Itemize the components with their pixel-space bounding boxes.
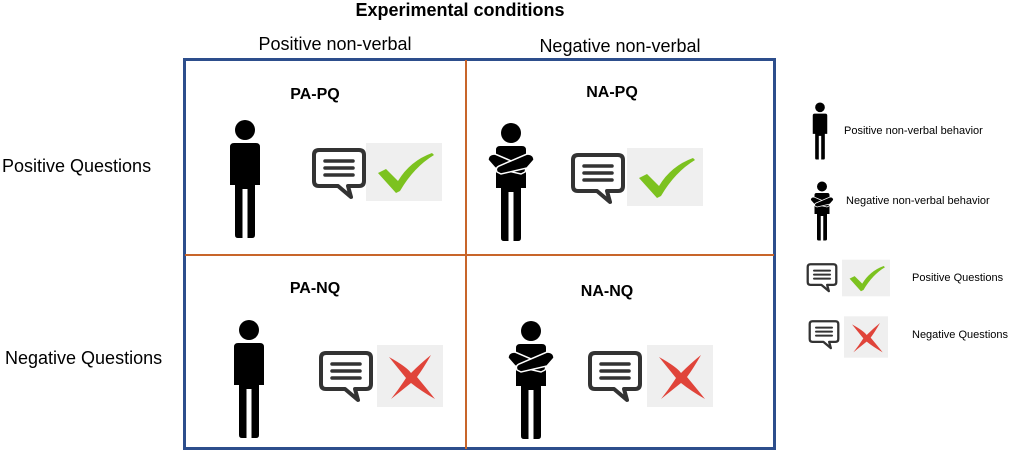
speech-bubble-icon xyxy=(587,350,643,404)
row-header-negative: Negative Questions xyxy=(5,348,163,368)
legend-cross-icon xyxy=(844,314,888,360)
legend-person-neutral-icon xyxy=(810,102,830,160)
legend-positive-questions: Positive Questions xyxy=(912,272,1004,284)
legend-speech-bubble-icon xyxy=(806,262,838,294)
speech-bubble-icon xyxy=(311,147,367,201)
legend-negative-questions: Negative Questions xyxy=(912,329,1008,341)
person-crossed-arms-icon xyxy=(485,122,537,242)
cross-icon xyxy=(647,345,713,407)
diagram-title: Experimental conditions xyxy=(355,0,565,20)
person-neutral-icon xyxy=(225,118,265,240)
person-neutral-icon xyxy=(229,318,269,440)
cell-label-na-nq: NA-NQ xyxy=(580,283,634,300)
grid-horizontal-divider xyxy=(185,254,774,256)
legend-speech-bubble-icon xyxy=(808,319,840,351)
cell-label-pa-pq: PA-PQ xyxy=(290,86,340,103)
legend-check-icon xyxy=(842,257,890,299)
check-icon xyxy=(627,146,703,208)
legend-person-crossed-arms-icon xyxy=(809,181,835,241)
cell-label-na-pq: NA-PQ xyxy=(586,84,638,101)
column-header-negative: Negative non-verbal xyxy=(539,36,701,56)
legend-positive-behavior: Positive non-verbal behavior xyxy=(844,125,983,137)
cross-icon xyxy=(377,345,443,407)
cell-label-pa-nq: PA-NQ xyxy=(289,280,341,297)
column-header-positive: Positive non-verbal xyxy=(258,34,412,54)
conditions-grid-frame xyxy=(183,58,776,450)
person-crossed-arms-icon xyxy=(505,320,557,440)
speech-bubble-icon xyxy=(318,350,374,404)
speech-bubble-icon xyxy=(570,152,626,206)
row-header-positive: Positive Questions xyxy=(2,156,152,176)
check-icon xyxy=(366,141,442,203)
legend-negative-behavior: Negative non-verbal behavior xyxy=(846,195,990,207)
